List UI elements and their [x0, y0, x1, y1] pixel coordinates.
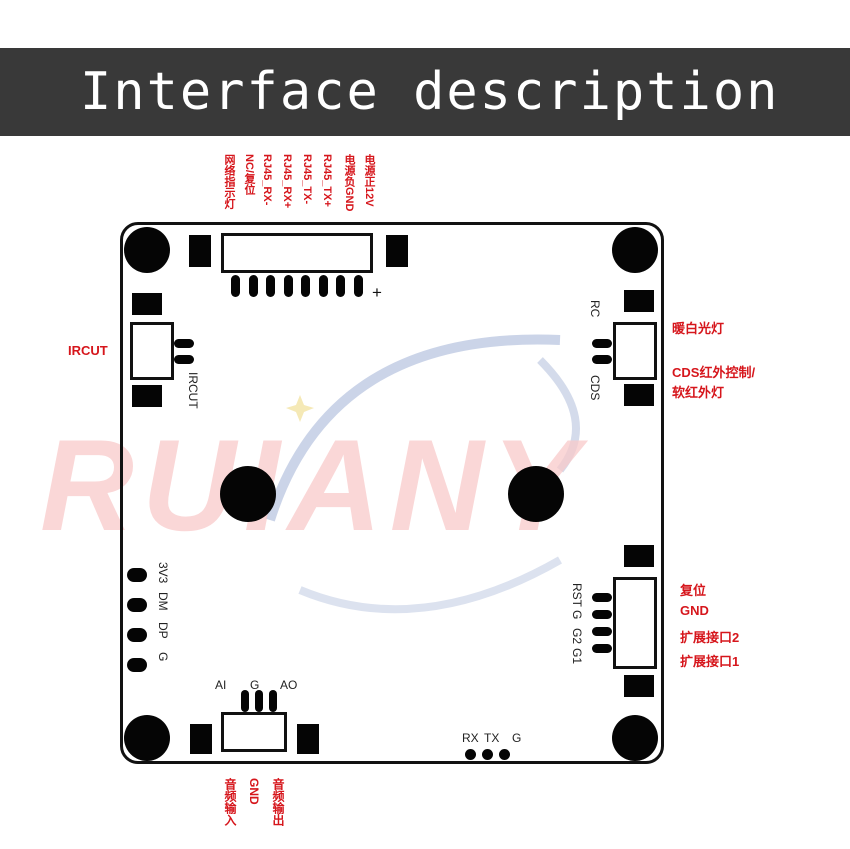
- light-label-warm: 暖白光灯: [672, 321, 725, 336]
- usb-pin-label: DM: [156, 592, 170, 611]
- ext-label: 扩展接口1: [680, 654, 740, 669]
- serial-pin-label: TX: [484, 731, 500, 745]
- ext-label: 复位: [680, 583, 707, 598]
- serial-pin: [465, 749, 476, 760]
- usb-pin-label: 3V3: [156, 562, 170, 584]
- audio-pad-left: [190, 724, 212, 754]
- usb-pin-label: DP: [156, 622, 170, 639]
- ext-label: 扩展接口2: [680, 630, 740, 645]
- light-pad-bottom: [624, 384, 654, 406]
- title-banner: Interface description: [0, 48, 850, 136]
- serial-pin: [482, 749, 493, 760]
- ircut-pad-top: [132, 293, 162, 315]
- serial-pin-label: RX: [462, 731, 479, 745]
- top-connector-label: 电源负GND: [343, 154, 355, 212]
- top-connector-pin: [353, 275, 363, 297]
- top-connector-label: RJ45_TX+: [321, 154, 333, 207]
- light-label-cds-line1: CDS红外控制/: [672, 365, 756, 380]
- light-pin-cds-label: CDS: [588, 375, 602, 401]
- top-connector-plus: +: [372, 283, 382, 302]
- usb-pin: [127, 598, 147, 612]
- mount-hole-bottom-left: [124, 715, 170, 761]
- watermark-logo: RUIANY: [40, 412, 587, 558]
- audio-connector-housing: [221, 712, 287, 752]
- ext-pin-label: G1: [570, 648, 584, 665]
- top-connector-pin: [318, 275, 328, 297]
- audio-pad-right: [297, 724, 319, 754]
- audio-label: 音频输出: [271, 778, 285, 826]
- usb-pin: [127, 658, 147, 672]
- ext-pin: [592, 593, 612, 602]
- usb-pin-label: G: [156, 652, 170, 662]
- audio-pin: [269, 690, 277, 712]
- top-connector-pad-left: [189, 235, 211, 267]
- mount-hole-bottom-right: [612, 715, 658, 761]
- usb-pin: [127, 628, 147, 642]
- top-connector-label: RJ45_RX+: [281, 154, 293, 209]
- top-connector-pin: [248, 275, 258, 297]
- top-connector-pin: [231, 275, 240, 297]
- light-pin-rc-label: RC: [588, 300, 602, 318]
- light-pin-cds: [592, 355, 612, 364]
- audio-pin-label: AI: [215, 678, 227, 692]
- audio-label: GND: [247, 778, 261, 805]
- ext-pin: [592, 644, 612, 653]
- audio-pin-label: G: [250, 678, 260, 692]
- top-connector-pin: [336, 275, 345, 297]
- ircut-pin-1: [174, 339, 194, 348]
- ircut-side-label: IRCUT: [68, 343, 108, 358]
- ext-pin-label: G2: [570, 628, 584, 645]
- top-connector-pin: [301, 275, 310, 297]
- serial-pin-label: G: [512, 731, 522, 745]
- ircut-board-label: IRCUT: [186, 372, 200, 409]
- ircut-pad-bottom: [132, 385, 162, 407]
- serial-pin: [499, 749, 510, 760]
- top-connector-label: 网络指示灯: [223, 154, 235, 209]
- mount-hole-top-right: [612, 227, 658, 273]
- audio-pin: [255, 690, 263, 712]
- light-pad-top: [624, 290, 654, 312]
- ext-pin-label: RST: [570, 583, 584, 607]
- ext-pin: [592, 610, 612, 619]
- center-hole-left: [220, 466, 276, 522]
- ircut-connector-housing: [130, 322, 174, 380]
- top-connector-pad-right: [386, 235, 408, 267]
- usb-pin: [127, 568, 147, 582]
- audio-pin: [241, 690, 249, 712]
- light-label-cds-line2: 软红外灯: [672, 385, 725, 400]
- top-connector-pin: [283, 275, 293, 297]
- ircut-pin-2: [174, 355, 194, 364]
- pcb-board: [120, 222, 664, 764]
- mount-hole-top-left: [124, 227, 170, 273]
- ext-label: GND: [680, 603, 709, 618]
- audio-label: 音频输入: [223, 778, 237, 826]
- top-connector-label: NC/复位: [243, 154, 255, 195]
- ext-pin: [592, 627, 612, 636]
- light-connector-housing: [613, 322, 657, 380]
- ext-pad-top: [624, 545, 654, 567]
- top-connector-pin: [266, 275, 275, 297]
- top-connector-label: RJ45_RX-: [261, 154, 273, 206]
- page-title: Interface description: [80, 62, 780, 122]
- audio-pin-label: AO: [280, 678, 298, 692]
- center-hole-right: [508, 466, 564, 522]
- ext-connector-housing: [613, 577, 657, 669]
- top-connector-housing: [221, 233, 373, 273]
- ext-pad-bottom: [624, 675, 654, 697]
- top-connector-label: RJ45_TX-: [301, 154, 313, 205]
- ext-pin-label: G: [570, 610, 584, 620]
- light-pin-rc: [592, 339, 612, 348]
- top-connector-label: 电源正12V: [363, 154, 375, 207]
